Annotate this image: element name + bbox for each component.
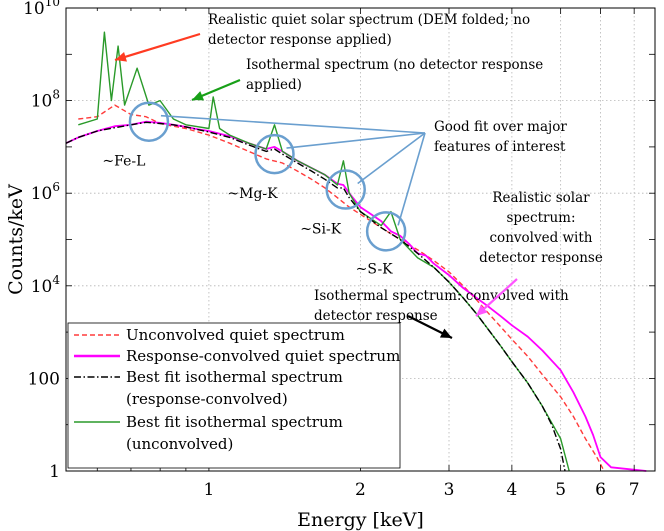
y-tick-label: 108 [31,88,60,112]
x-tick-label: 6 [595,480,606,500]
annotation-realistic-convolved: convolved with [490,230,593,246]
feature-circle-fe-l [128,101,170,142]
series-line-0 [78,104,605,472]
feature-circle-s-k [365,211,407,252]
legend-box [67,322,401,469]
feature-circle-mg-k [254,133,295,175]
annotation-isothermal-unconvolved: Isothermal spectrum (no detector respons… [246,57,543,73]
annotation-realistic-convolved: spectrum: [506,210,575,226]
arrow-realistic-convolved-head [476,304,488,316]
y-tick-label: 1010 [23,0,60,19]
annotation-realistic-convolved: Realistic solar [492,190,590,206]
feature-connector [397,132,426,226]
feature-markers: ~Fe-L ~Mg-K ~Si-K ~S-K [102,101,426,277]
axis-ticks: 1 2 3 4 5 6 7 1 100 104 106 108 1010 [23,0,655,500]
y-tick-label: 1 [49,462,60,482]
annotation-isothermal-convolved: detector response [314,308,438,324]
legend-label-3: Best fit isothermal spectrum [126,413,343,431]
feature-label-si-k: ~Si-K [300,222,342,238]
feature-connector [160,114,426,134]
y-tick-label: 100 [28,369,60,389]
series-line-2 [65,121,566,472]
y-axis-title: Counts/keV [5,184,27,295]
x-tick-label: 5 [555,480,566,500]
x-tick-label: 7 [629,480,640,500]
legend-label-1: Response-convolved quiet spectrum [126,347,400,365]
legend-label-2: Best fit isothermal spectrum [126,368,343,386]
x-tick-label: 1 [203,480,214,500]
feature-label-fe-l: ~Fe-L [102,154,145,170]
arrow-isothermal-unconvolved-head [192,91,205,101]
legend-label-2-line2: (response-convolved) [126,390,288,408]
feature-label-mg-k: ~Mg-K [227,186,278,202]
annotation-realistic-convolved: detector response [479,250,603,266]
annotation-dem-quiet: Realistic quiet solar spectrum (DEM fold… [208,12,530,28]
feature-connector [357,132,426,185]
y-tick-label: 106 [31,180,60,204]
series-layer [65,31,647,472]
annotation-isothermal-convolved: Isothermal spectrum: convolved with [314,288,569,304]
legend: Unconvolved quiet spectrumResponse-convo… [67,322,401,469]
y-tick-label: 104 [31,273,61,297]
annotation-good-fit: Good fit over major [434,119,567,135]
arrow-dem-quiet-head [115,52,127,62]
x-tick-label: 2 [355,480,366,500]
x-tick-label: 4 [506,480,517,500]
legend-label-3-line2: (unconvolved) [126,435,233,453]
x-tick-label: 3 [444,480,455,500]
legend-label-0: Unconvolved quiet spectrum [126,326,345,344]
arrow-isothermal-convolved-head [439,328,452,338]
annotations: Realistic quiet solar spectrum (DEM fold… [114,12,603,339]
arrow-dem-quiet-shaft [114,32,201,62]
annotation-isothermal-unconvolved: applied) [246,77,302,93]
x-axis-title: Energy [keV] [297,509,424,531]
series-line-1 [65,120,647,472]
feature-label-s-k: ~S-K [356,261,394,277]
feature-connector [286,132,426,149]
grid [66,8,655,471]
feature-circle-si-k [325,169,366,210]
annotation-dem-quiet: detector response applied) [208,32,392,48]
annotation-good-fit: features of interest [434,139,566,155]
